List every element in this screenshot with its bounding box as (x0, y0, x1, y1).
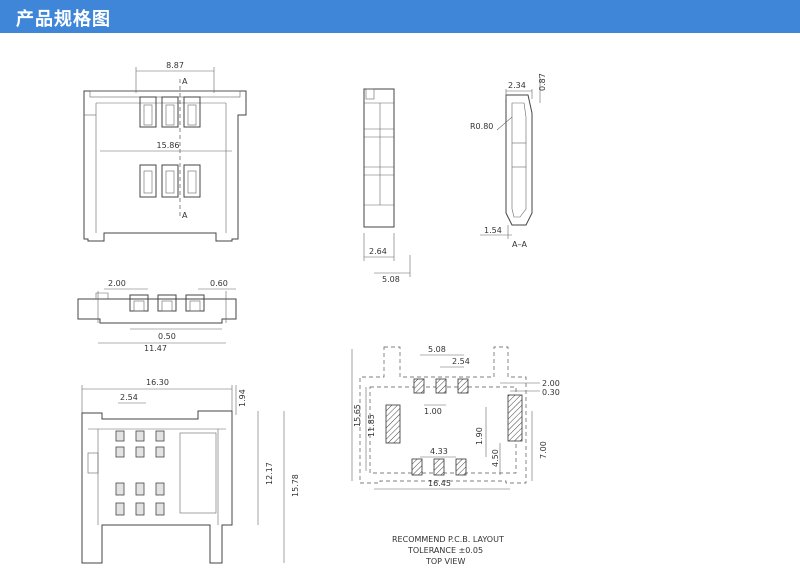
pcb-height-inner: 11.85 (367, 414, 376, 437)
page-title: 产品规格图 (16, 9, 111, 30)
side-view: 2.64 5.08 (363, 88, 411, 284)
front-pin-label: 0.60 (210, 279, 228, 288)
section-top-height: 0.87 (538, 73, 547, 91)
front-pitch-label: 2.00 (108, 279, 126, 288)
section-radius: R0.80 (470, 122, 493, 131)
pcb-caption-recommend: RECOMMEND P.C.B. LAYOUT (392, 535, 504, 544)
spec-drawing: 8.87 A A 15.86 2.64 5.08 2.34 0. (77, 61, 560, 566)
bottom-h1-label: 12.17 (265, 462, 274, 485)
bottom-width-label: 16.30 (146, 378, 169, 387)
section-label-top: A (182, 77, 188, 86)
bottom-pitch-label: 2.54 (120, 393, 138, 402)
top-view: 8.87 A A 15.86 (83, 61, 247, 242)
pcb-layout: 5.08 2.54 1.00 2.00 0.30 15.65 11.85 1.9… (351, 345, 560, 566)
front-total-label: 11.47 (144, 344, 167, 353)
pcb-height-outer: 15.65 (353, 404, 362, 427)
pcb-gap-label: 1.00 (424, 407, 442, 416)
pcb-width-label: 16.45 (428, 479, 451, 488)
pcb-right-height: 7.00 (539, 441, 548, 459)
top-width-label: 8.87 (166, 61, 184, 70)
side-offset-label: 5.08 (382, 275, 400, 284)
pcb-caption-tolerance: TOLERANCE ±0.05 (407, 546, 483, 555)
pcb-pad-pitch: 4.33 (430, 447, 448, 456)
front-view: 2.00 0.60 0.50 11.47 (77, 279, 237, 353)
top-length-label: 15.86 (157, 141, 180, 150)
section-view: 2.34 0.87 R0.80 1.54 A–A (470, 73, 547, 249)
section-bottom-width: 1.54 (484, 226, 502, 235)
header-bar: 产品规格图 (0, 0, 800, 33)
pcb-pad-width: 2.00 (542, 379, 560, 388)
section-label-bottom: A (182, 211, 188, 220)
side-height-label: 2.64 (369, 247, 387, 256)
pcb-pitch-top: 5.08 (428, 345, 446, 354)
pcb-caption-view: TOP VIEW (425, 557, 465, 566)
bottom-offset-label: 1.94 (238, 389, 247, 407)
bottom-h2-label: 15.78 (291, 474, 300, 497)
section-top-width: 2.34 (508, 81, 526, 90)
pcb-pad-sub: 0.30 (542, 388, 560, 397)
pcb-pitch-sub: 2.54 (452, 357, 470, 366)
pcb-vgap-label: 1.90 (475, 427, 484, 445)
section-name: A–A (512, 240, 527, 249)
pcb-pad-height: 4.50 (491, 449, 500, 467)
front-gap-label: 0.50 (158, 332, 176, 341)
bottom-view: 16.30 2.54 1.94 12.17 15.78 (81, 378, 300, 564)
